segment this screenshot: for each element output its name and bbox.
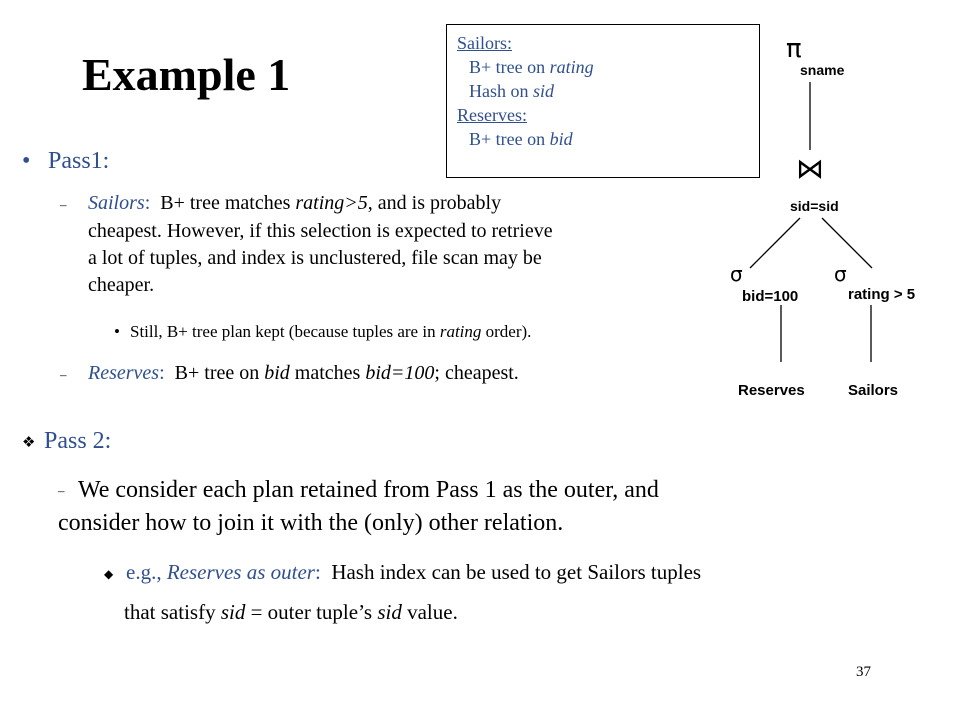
pass2-text: –We consider each plan retained from Pas… [58, 477, 659, 537]
relation-sailors: Sailors [848, 382, 899, 399]
slide-title: Example 1 [82, 49, 291, 100]
page-number: 37 [856, 664, 871, 680]
pass1-heading: •Pass1: [22, 148, 110, 174]
sailors-rating-index: B+ tree on rating [469, 57, 594, 77]
right-selection-condition: rating > 5 [848, 286, 916, 303]
join-condition: sid=sid [790, 198, 839, 214]
bullet-dot-icon: • [114, 322, 120, 341]
pass2-example-cont: that satisfy sid = outer tuple’s sid val… [124, 600, 458, 624]
join-icon: ⋈ [796, 152, 824, 185]
sailors-sid-index: Hash on sid [469, 81, 555, 101]
dash-icon: – [60, 196, 67, 212]
reserves-bid-index: B+ tree on bid [469, 129, 573, 149]
select-icon-right: σ [834, 262, 847, 286]
edge-join-right [821, 217, 873, 269]
index-info-box: Sailors: B+ tree on rating Hash on sid R… [446, 24, 760, 178]
diamond-bullet-icon: ◆ [104, 567, 114, 582]
dash-icon: – [60, 366, 67, 382]
sailors-heading: Sailors: [457, 33, 513, 53]
diamond-bullet-icon: ❖ [22, 433, 36, 452]
reserves-heading: Reserves: [457, 105, 527, 125]
projection-icon: π [786, 34, 802, 64]
pass1-item-reserves: –Reserves: B+ tree on bid matches bid=10… [60, 360, 519, 388]
pass1-item-sailors: –Sailors: B+ tree matches rating>5, and … [60, 192, 553, 296]
relation-reserves: Reserves [738, 382, 805, 399]
edge-join-left [749, 217, 801, 269]
projection-attr: sname [800, 62, 845, 78]
bullet-dot-icon: • [22, 148, 31, 174]
pass1-subitem: •Still, B+ tree plan kept (because tuple… [114, 322, 532, 341]
dash-icon: – [58, 483, 65, 499]
select-icon-left: σ [730, 262, 743, 286]
pass2-heading: ❖Pass 2: [22, 428, 112, 454]
left-selection-condition: bid=100 [742, 288, 799, 305]
pass2-example: ◆e.g., Reserves as outer: Hash index can… [104, 560, 702, 584]
